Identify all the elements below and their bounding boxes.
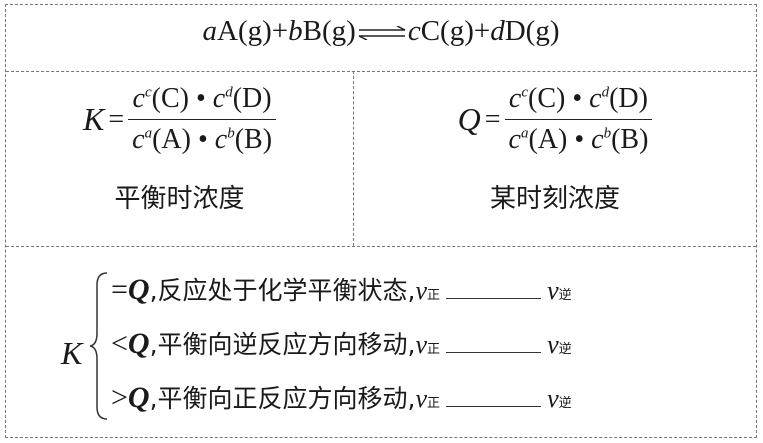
c: c bbox=[508, 124, 521, 155]
c: c bbox=[132, 83, 145, 114]
species-A: A(g) bbox=[217, 15, 272, 47]
species: (B) bbox=[611, 124, 649, 155]
operator: < bbox=[111, 327, 128, 360]
species: (D) bbox=[232, 83, 272, 114]
v-forward: v bbox=[415, 330, 428, 359]
answer-blank[interactable] bbox=[446, 405, 542, 407]
species-D: D(g) bbox=[504, 15, 560, 47]
species: (C) bbox=[151, 83, 189, 114]
operator: = bbox=[111, 273, 128, 306]
coef-a: a bbox=[202, 15, 218, 47]
dot: • bbox=[195, 83, 206, 114]
Q-symbol: Q bbox=[127, 381, 150, 414]
c: c bbox=[589, 83, 602, 114]
Q-caption: 某时刻浓度 bbox=[489, 184, 620, 214]
Q-cell: Q = cc(C) • cd(D) ca(A) • cb(B) 某时刻浓度 bbox=[354, 83, 756, 215]
K-cell: K = cc(C) • cd(D) ca(A) • cb(B) 平衡时浓度 bbox=[6, 83, 353, 215]
reaction-equation: aA(g)+bB(g)cC(g)+dD(g) bbox=[6, 15, 756, 48]
c: c bbox=[132, 124, 145, 155]
left-brace-icon bbox=[89, 272, 108, 420]
Q-symbol: Q bbox=[127, 327, 150, 360]
subscript: 逆 bbox=[558, 396, 572, 411]
Q-symbol: Q bbox=[127, 273, 150, 306]
dot: • bbox=[197, 124, 208, 155]
coef-d: d bbox=[490, 15, 505, 47]
species: (C) bbox=[528, 83, 566, 114]
v-forward: v bbox=[415, 384, 428, 413]
species-B: B(g) bbox=[302, 15, 356, 47]
description: ,平衡向逆反应方向移动, bbox=[149, 330, 416, 359]
subscript: 逆 bbox=[558, 342, 572, 357]
exp: b bbox=[227, 125, 235, 142]
c: c bbox=[214, 124, 228, 155]
exp: b bbox=[603, 125, 612, 142]
row-divider-2 bbox=[6, 246, 756, 247]
species: (D) bbox=[609, 83, 648, 114]
K-numerator: cc(C) • cd(D) bbox=[129, 83, 276, 115]
exp: a bbox=[144, 125, 153, 142]
subscript: 正 bbox=[427, 396, 441, 411]
reversible-arrow-icon bbox=[357, 26, 407, 41]
answer-blank[interactable] bbox=[446, 297, 542, 299]
coef-b: b bbox=[288, 15, 303, 47]
Q-numerator: cc(C) • cd(D) bbox=[505, 83, 652, 115]
dot: • bbox=[572, 83, 583, 114]
K-caption: 平衡时浓度 bbox=[114, 184, 245, 214]
c: c bbox=[508, 83, 522, 114]
c: c bbox=[591, 124, 604, 155]
v-reverse: v bbox=[547, 276, 559, 305]
subscript: 逆 bbox=[558, 288, 572, 303]
answer-blank[interactable] bbox=[446, 351, 542, 353]
exp: c bbox=[144, 84, 152, 101]
K-symbol: K bbox=[61, 335, 83, 371]
Q-symbol: Q bbox=[457, 101, 481, 137]
description: ,平衡向正反应方向移动, bbox=[149, 384, 416, 413]
equilibrium-table: aA(g)+bB(g)cC(g)+dD(g) K = cc(C) • cd(D)… bbox=[5, 4, 757, 438]
column-divider bbox=[353, 71, 354, 246]
species-C: C(g) bbox=[420, 15, 474, 47]
dot: • bbox=[574, 124, 585, 155]
species: (A) bbox=[528, 124, 568, 155]
K-denominator: ca(A) • cb(B) bbox=[128, 124, 276, 156]
K-fraction: cc(C) • cd(D) ca(A) • cb(B) bbox=[128, 83, 277, 156]
plus-sign: + bbox=[271, 15, 289, 47]
plus-sign: + bbox=[473, 15, 491, 47]
species: (B) bbox=[234, 124, 273, 155]
equals-sign: = bbox=[108, 103, 125, 135]
fraction-bar bbox=[504, 119, 653, 120]
Q-fraction: cc(C) • cd(D) ca(A) • cb(B) bbox=[504, 83, 653, 156]
operator: > bbox=[111, 381, 128, 414]
K-expression: K = cc(C) • cd(D) ca(A) • cb(B) bbox=[82, 83, 277, 156]
c: c bbox=[212, 83, 226, 114]
fraction-bar bbox=[128, 119, 277, 120]
exp: c bbox=[521, 84, 529, 101]
coef-c: c bbox=[407, 15, 421, 47]
subscript: 正 bbox=[427, 288, 441, 303]
v-forward: v bbox=[415, 276, 428, 305]
exp: d bbox=[225, 84, 233, 101]
Q-denominator: ca(A) • cb(B) bbox=[505, 124, 653, 156]
v-reverse: v bbox=[547, 384, 559, 413]
row-divider-1 bbox=[6, 71, 756, 72]
description: ,反应处于化学平衡状态, bbox=[149, 276, 416, 305]
subscript: 正 bbox=[427, 342, 441, 357]
v-reverse: v bbox=[547, 330, 559, 359]
Q-expression: Q = cc(C) • cd(D) ca(A) • cb(B) bbox=[458, 83, 653, 156]
K-symbol: K bbox=[82, 101, 105, 137]
exp: d bbox=[601, 84, 610, 101]
species: (A) bbox=[152, 124, 191, 155]
exp: a bbox=[520, 125, 529, 142]
equals-sign: = bbox=[484, 103, 501, 135]
